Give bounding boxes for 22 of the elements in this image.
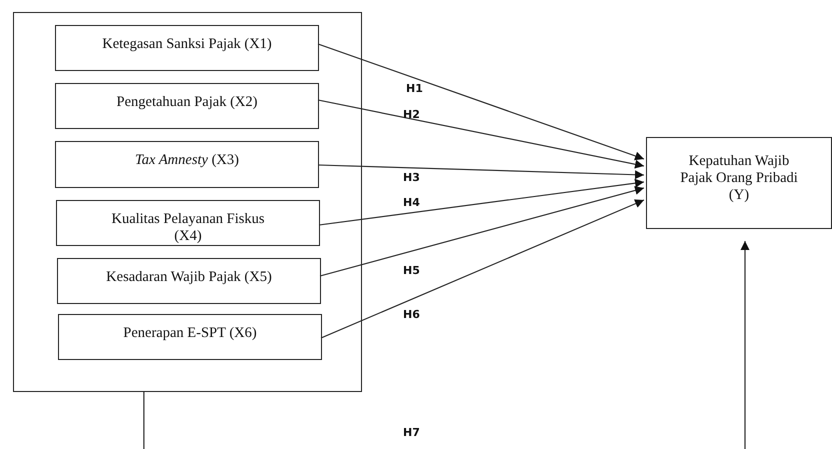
arrow: [318, 43, 644, 160]
edge-label: H5: [403, 264, 420, 277]
edge-label: H6: [403, 308, 420, 321]
variable-box: Kesadaran Wajib Pajak (X5): [57, 258, 321, 304]
group-box: [13, 12, 362, 392]
arrow: [318, 178, 644, 226]
arrow: [320, 199, 644, 338]
arrow: [320, 186, 644, 277]
dependent-variable-box: Kepatuhan Wajib Pajak Orang Pribadi (Y): [646, 137, 832, 229]
edge-label: H1: [406, 82, 423, 95]
edge-label: H7: [403, 426, 420, 439]
variable-box: Penerapan E-SPT (X6): [58, 314, 322, 360]
arrow: [318, 164, 644, 180]
edge-label: H2: [403, 108, 420, 121]
arrow: [143, 241, 750, 449]
variable-box: Pengetahuan Pajak (X2): [55, 83, 319, 129]
variable-box: Tax Amnesty (X3): [55, 141, 319, 188]
arrow: [318, 99, 644, 169]
variable-box: Kualitas Pelayanan Fiskus (X4): [56, 200, 320, 246]
edge-label: H4: [403, 196, 420, 209]
variable-box: Ketegasan Sanksi Pajak (X1): [55, 25, 319, 71]
edge-label: H3: [403, 171, 420, 184]
